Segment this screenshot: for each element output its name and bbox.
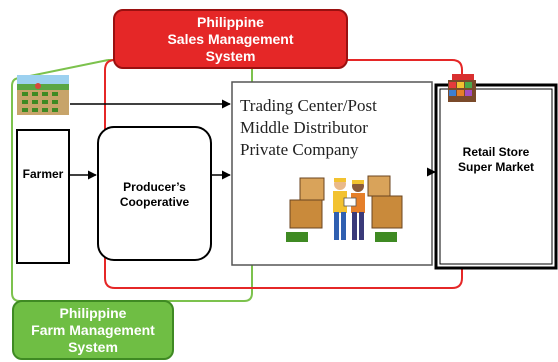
cooperative-label-line-1: Producer’s xyxy=(123,180,186,194)
store-icon xyxy=(448,74,476,102)
farmer-box xyxy=(16,129,70,264)
trading-line-1: Trading Center/Post xyxy=(240,96,377,115)
farm-field-icon xyxy=(17,75,69,115)
farm-line-2: Farm Management xyxy=(31,321,155,338)
sales-management-system-box: Philippine Sales Management System xyxy=(113,9,348,69)
workers-icon xyxy=(286,175,403,242)
cooperative-label: Producer’s Cooperative xyxy=(98,180,211,210)
retail-box xyxy=(434,83,558,270)
retail-line-2: Super Market xyxy=(457,160,535,174)
trading-line-3: Private Company xyxy=(240,140,359,159)
sales-line-3: System xyxy=(205,47,256,64)
sales-line-1: Philippine xyxy=(197,13,264,30)
sales-management-boundary xyxy=(104,59,463,289)
farm-line-1: Philippine xyxy=(59,304,127,321)
farm-line-3: System xyxy=(68,338,118,355)
cooperative-box xyxy=(97,126,212,261)
sales-line-2: Sales Management xyxy=(167,30,294,47)
farmer-label: Farmer xyxy=(22,167,64,181)
retail-line-1: Retail Store xyxy=(462,145,530,159)
trading-label: Trading Center/Post Middle Distributor P… xyxy=(240,95,420,161)
trading-line-2: Middle Distributor xyxy=(240,118,368,137)
farm-management-system-box: Philippine Farm Management System xyxy=(12,300,174,360)
cooperative-label-line-2: Cooperative xyxy=(119,195,190,209)
retail-label: Retail Store Super Market xyxy=(436,145,556,175)
